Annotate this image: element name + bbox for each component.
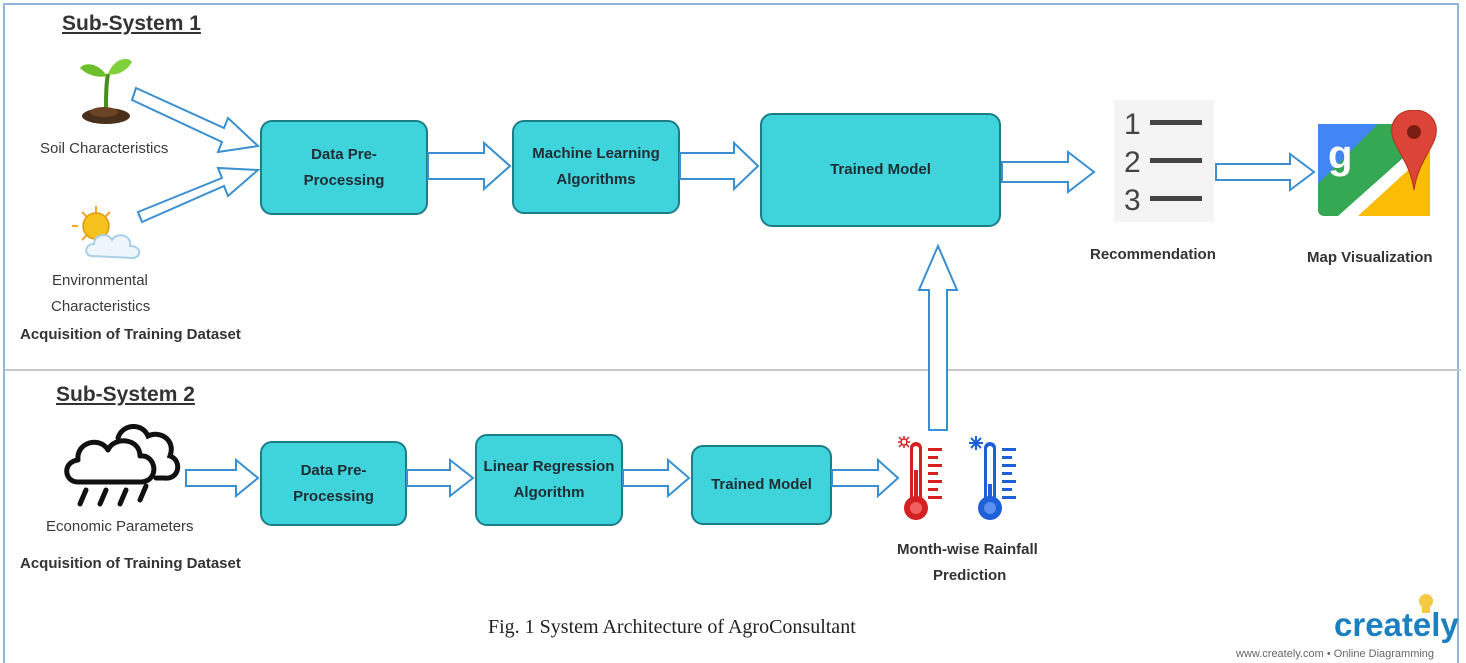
arrow-soil-to-preprocess (130, 86, 261, 154)
list-number-3: 3 (1124, 184, 1141, 217)
env-label-1: Environmental (52, 272, 148, 289)
soil-label: Soil Characteristics (40, 140, 169, 157)
diagram-frame (3, 3, 1459, 663)
recommendation-label: Recommendation (1090, 246, 1216, 263)
figure-caption: Fig. 1 System Architecture of AgroConsul… (488, 616, 856, 638)
acquisition-label-1: Acquisition of Training Dataset (20, 326, 241, 343)
subsystem-divider (5, 369, 1461, 371)
lightbulb-icon (1419, 594, 1433, 613)
creately-logo: creately (1334, 606, 1459, 643)
acquisition-label-2: Acquisition of Training Dataset (20, 555, 241, 572)
list-number-2: 2 (1124, 146, 1141, 179)
map-visualization-icon: g (1318, 110, 1437, 216)
rainfall-label-2: Prediction (933, 567, 1007, 584)
arrow-trained-to-recommendation (1001, 149, 1096, 195)
hot-thermometer-icon (898, 436, 942, 520)
data-preprocessing-box-2: Data Pre- Processing (260, 441, 407, 526)
arrow-rain-to-preprocess (185, 457, 260, 499)
subsystem2-title: Sub-System 2 (56, 383, 195, 406)
env-label-2: Characteristics (51, 298, 151, 315)
map-logo-letter: g (1328, 133, 1352, 177)
trained-model-box-1: Trained Model (760, 113, 1001, 227)
trained-model-box-2: Trained Model (691, 445, 832, 525)
arrow-preprocess-to-regression (406, 457, 475, 499)
creately-tagline: www.creately.com • Online Diagramming (1236, 648, 1435, 660)
cold-thermometer-icon (969, 436, 1016, 520)
sun-cloud-icon (72, 206, 141, 260)
ranked-list-icon: 1 2 3 (1114, 100, 1214, 222)
arrow-recommendation-to-map (1215, 152, 1316, 192)
rain-cloud-icon (64, 424, 181, 507)
arrow-env-to-preprocess (136, 166, 261, 224)
arrow-trained-to-thermometer (831, 457, 900, 499)
plant-icon (80, 58, 132, 124)
arrow-regression-to-trained (622, 457, 691, 499)
thermometer-icons (898, 436, 1016, 520)
subsystem1-title: Sub-System 1 (62, 12, 201, 35)
map-visualization-label: Map Visualization (1307, 249, 1433, 266)
rainfall-label-1: Month-wise Rainfall (897, 541, 1038, 558)
list-number-1: 1 (1124, 108, 1141, 141)
ml-algorithms-box: Machine Learning Algorithms (512, 120, 680, 214)
economic-parameters-label: Economic Parameters (46, 518, 194, 535)
arrow-preprocess-to-ml (427, 140, 512, 192)
arrow-ml-to-trained (679, 140, 760, 192)
arrow-rainfall-to-trained (917, 243, 959, 431)
